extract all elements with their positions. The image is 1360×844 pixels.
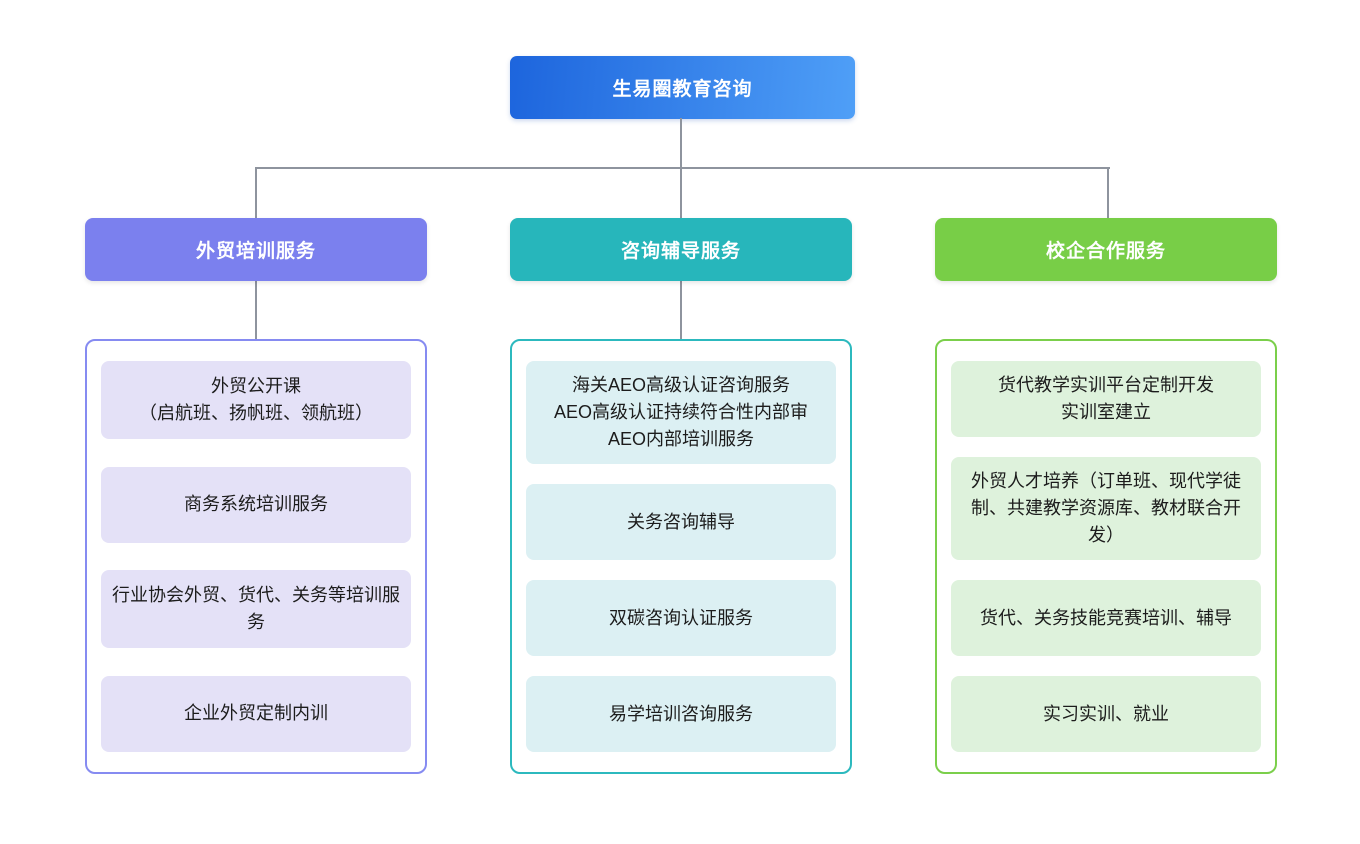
connector-drop-left <box>255 167 257 219</box>
branch-panel: 货代教学实训平台定制开发 实训室建立 外贸人才培养（订单班、现代学徒制、共建教学… <box>935 339 1277 774</box>
connector-branch-left-vertical <box>255 280 257 340</box>
branch-header: 咨询辅导服务 <box>510 218 852 281</box>
service-item: 商务系统培训服务 <box>101 466 411 543</box>
service-item: 行业协会外贸、货代、关务等培训服务 <box>101 570 411 649</box>
branch-header: 外贸培训服务 <box>85 218 427 281</box>
service-item: 双碳咨询认证服务 <box>526 580 836 656</box>
branch-header: 校企合作服务 <box>935 218 1277 281</box>
branch-panel: 外贸公开课 （启航班、扬帆班、领航班） 商务系统培训服务 行业协会外贸、货代、关… <box>85 339 427 774</box>
service-item: 企业外贸定制内训 <box>101 675 411 752</box>
connector-drop-right <box>1107 167 1109 219</box>
branch-panel: 海关AEO高级认证咨询服务 AEO高级认证持续符合性内部审 AEO内部培训服务 … <box>510 339 852 774</box>
service-item: 外贸人才培养（订单班、现代学徒制、共建教学资源库、教材联合开发） <box>951 457 1261 560</box>
connector-branch-middle-vertical <box>680 280 682 340</box>
service-item: 外贸公开课 （启航班、扬帆班、领航班） <box>101 361 411 439</box>
service-item: 货代、关务技能竞赛培训、辅导 <box>951 580 1261 656</box>
root-node: 生易圈教育咨询 <box>510 56 855 119</box>
connector-horizontal <box>255 167 1110 169</box>
service-item: 实习实训、就业 <box>951 676 1261 752</box>
service-item: 海关AEO高级认证咨询服务 AEO高级认证持续符合性内部审 AEO内部培训服务 <box>526 361 836 464</box>
service-item: 货代教学实训平台定制开发 实训室建立 <box>951 361 1261 438</box>
service-item: 易学培训咨询服务 <box>526 676 836 752</box>
branch: 校企合作服务 货代教学实训平台定制开发 实训室建立 外贸人才培养（订单班、现代学… <box>935 218 1277 774</box>
branch: 外贸培训服务 外贸公开课 （启航班、扬帆班、领航班） 商务系统培训服务 行业协会… <box>85 218 427 774</box>
service-item: 关务咨询辅导 <box>526 484 836 560</box>
connector-drop-middle <box>680 167 682 219</box>
branch: 咨询辅导服务 海关AEO高级认证咨询服务 AEO高级认证持续符合性内部审 AEO… <box>510 218 852 774</box>
connector-root-vertical <box>680 118 682 168</box>
